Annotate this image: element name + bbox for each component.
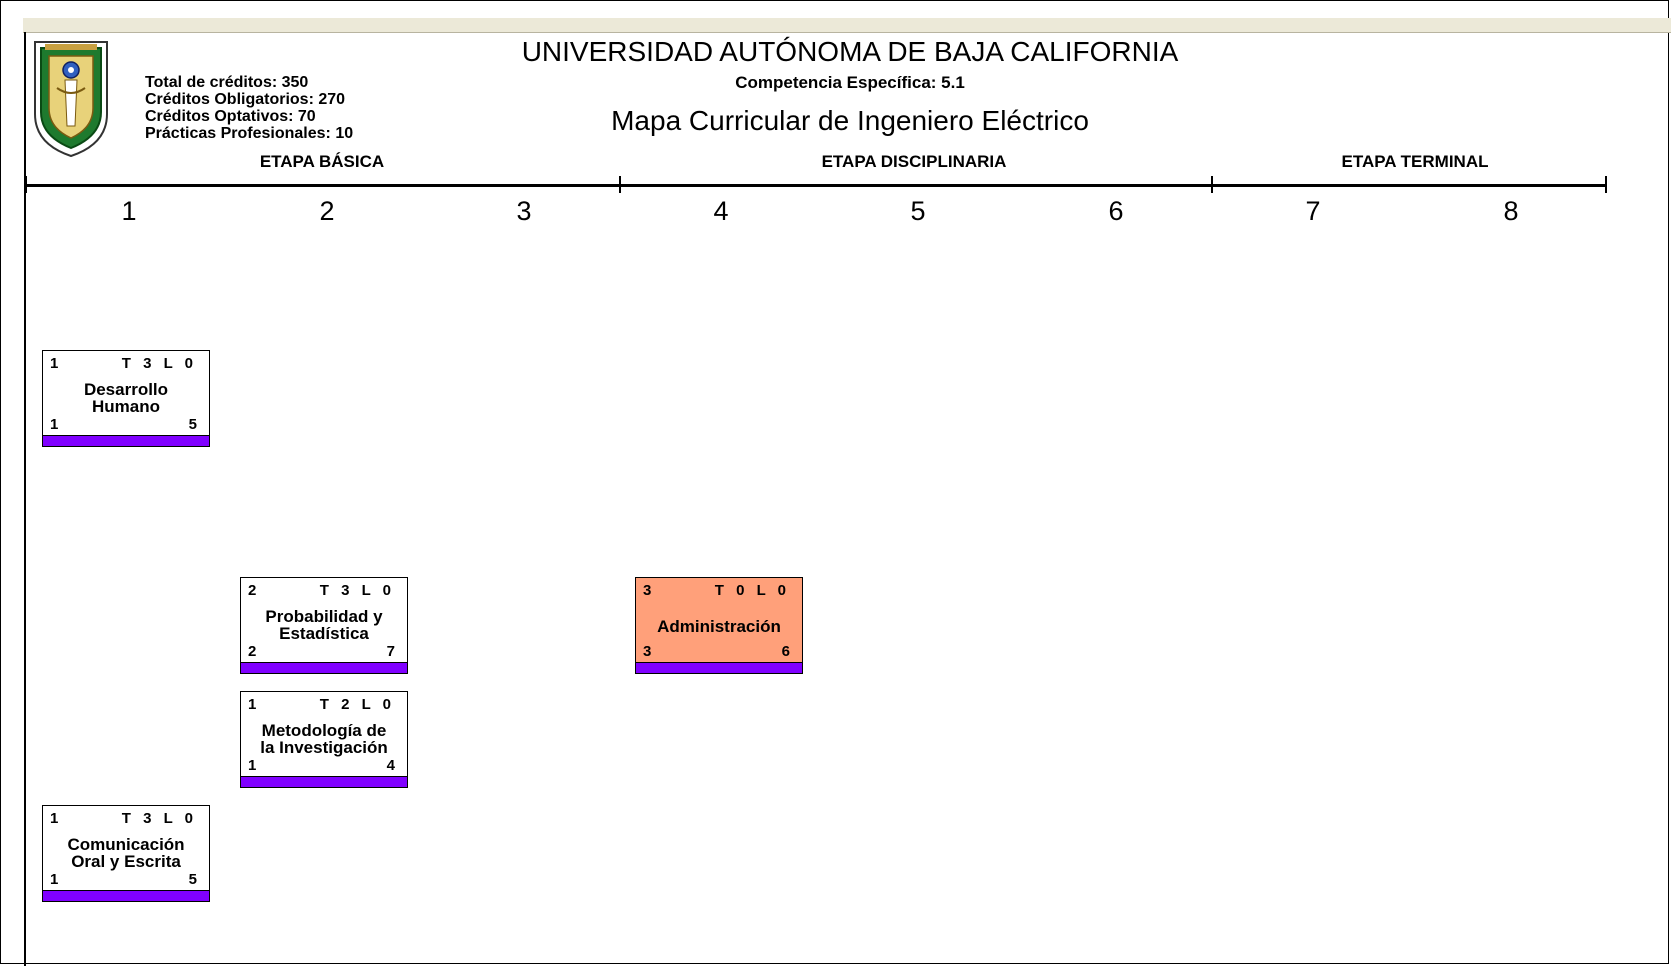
course-name: Administración bbox=[657, 617, 781, 636]
course-credits: 4 bbox=[386, 757, 395, 774]
course-name: Comunicación Oral y Escrita bbox=[67, 835, 185, 871]
semester-6: 6 bbox=[1108, 196, 1124, 226]
course-code: 1 bbox=[50, 871, 59, 888]
axis-tick bbox=[1605, 176, 1607, 193]
window-top-bar bbox=[23, 18, 1671, 33]
course-credits: 7 bbox=[386, 643, 395, 660]
course-name: Desarrollo Humano bbox=[83, 380, 169, 416]
course-type: 1 bbox=[248, 696, 257, 713]
map-title: Mapa Curricular de Ingeniero Eléctrico bbox=[611, 105, 1089, 136]
course-hours: T 3 L 0 bbox=[121, 810, 197, 827]
stage-disciplinary: ETAPA DISCIPLINARIA bbox=[821, 152, 1007, 171]
course-code: 2 bbox=[248, 643, 257, 660]
course-color-bar bbox=[636, 662, 802, 673]
course-card-comunicacion-oral-escrita[interactable]: 1 T 3 L 0 Comunicación Oral y Escrita 1 … bbox=[42, 805, 210, 902]
course-color-bar bbox=[241, 662, 407, 673]
course-credits: 6 bbox=[781, 643, 790, 660]
semester-1: 1 bbox=[121, 196, 137, 226]
course-code: 3 bbox=[643, 643, 652, 660]
total-credits: Total de créditos: 350 bbox=[145, 74, 309, 91]
semester-5: 5 bbox=[910, 196, 926, 226]
semester-8: 8 bbox=[1503, 196, 1519, 226]
course-credits: 5 bbox=[188, 416, 197, 433]
stage-basic: ETAPA BÁSICA bbox=[259, 152, 385, 171]
axis-tick bbox=[25, 176, 27, 193]
course-hours: T 3 L 0 bbox=[319, 582, 395, 599]
course-type: 1 bbox=[50, 355, 59, 372]
competency-label: Competencia Específica: 5.1 bbox=[735, 73, 965, 92]
course-color-bar bbox=[43, 890, 209, 901]
left-border-line bbox=[24, 32, 26, 966]
axis-tick bbox=[619, 176, 621, 193]
credits-summary: Total de créditos: 350 Créditos Obligato… bbox=[145, 74, 353, 142]
course-card-probabilidad-estadistica[interactable]: 2 T 3 L 0 Probabilidad y Estadística 2 7 bbox=[240, 577, 408, 674]
course-hours: T 0 L 0 bbox=[714, 582, 790, 599]
semester-7: 7 bbox=[1305, 196, 1321, 226]
course-code: 1 bbox=[50, 416, 59, 433]
course-credits: 5 bbox=[188, 871, 197, 888]
semester-2: 2 bbox=[319, 196, 335, 226]
course-card-administracion[interactable]: 3 T 0 L 0 Administración 3 6 bbox=[635, 577, 803, 674]
stage-terminal: ETAPA TERMINAL bbox=[1341, 152, 1489, 171]
course-hours: T 2 L 0 bbox=[319, 696, 395, 713]
course-color-bar bbox=[241, 776, 407, 787]
course-type: 2 bbox=[248, 582, 257, 599]
course-name: Probabilidad y Estadística bbox=[265, 607, 383, 643]
course-code: 1 bbox=[248, 757, 257, 774]
course-color-bar bbox=[43, 435, 209, 446]
optional-credits: Créditos Optativos: 70 bbox=[145, 108, 316, 125]
course-name: Metodología de la Investigación bbox=[260, 721, 388, 757]
course-card-desarrollo-humano[interactable]: 1 T 3 L 0 Desarrollo Humano 1 5 bbox=[42, 350, 210, 447]
semester-4: 4 bbox=[713, 196, 729, 226]
timeline-axis bbox=[25, 184, 1607, 187]
course-type: 3 bbox=[643, 582, 652, 599]
mandatory-credits: Créditos Obligatorios: 270 bbox=[145, 91, 346, 108]
course-card-metodologia-investigacion[interactable]: 1 T 2 L 0 Metodología de la Investigació… bbox=[240, 691, 408, 788]
university-title: UNIVERSIDAD AUTÓNOMA DE BAJA CALIFORNIA bbox=[521, 36, 1179, 67]
course-type: 1 bbox=[50, 810, 59, 827]
course-hours: T 3 L 0 bbox=[121, 355, 197, 372]
semester-3: 3 bbox=[516, 196, 532, 226]
axis-tick bbox=[1211, 176, 1213, 193]
university-seal-icon bbox=[34, 41, 108, 158]
professional-practice-credits: Prácticas Profesionales: 10 bbox=[145, 125, 354, 142]
